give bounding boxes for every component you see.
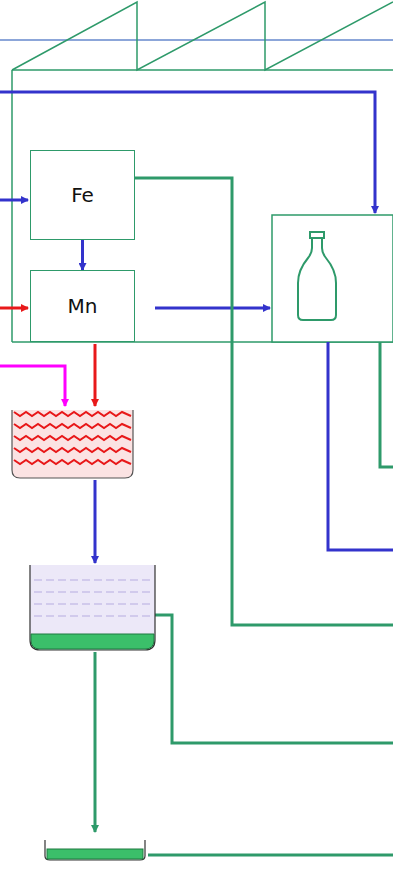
process-box: Fe xyxy=(30,150,135,240)
flow-arrow xyxy=(81,240,84,270)
element-label: Mn xyxy=(68,294,98,318)
process-box: Mn xyxy=(30,270,135,342)
element-label: Fe xyxy=(71,183,94,207)
